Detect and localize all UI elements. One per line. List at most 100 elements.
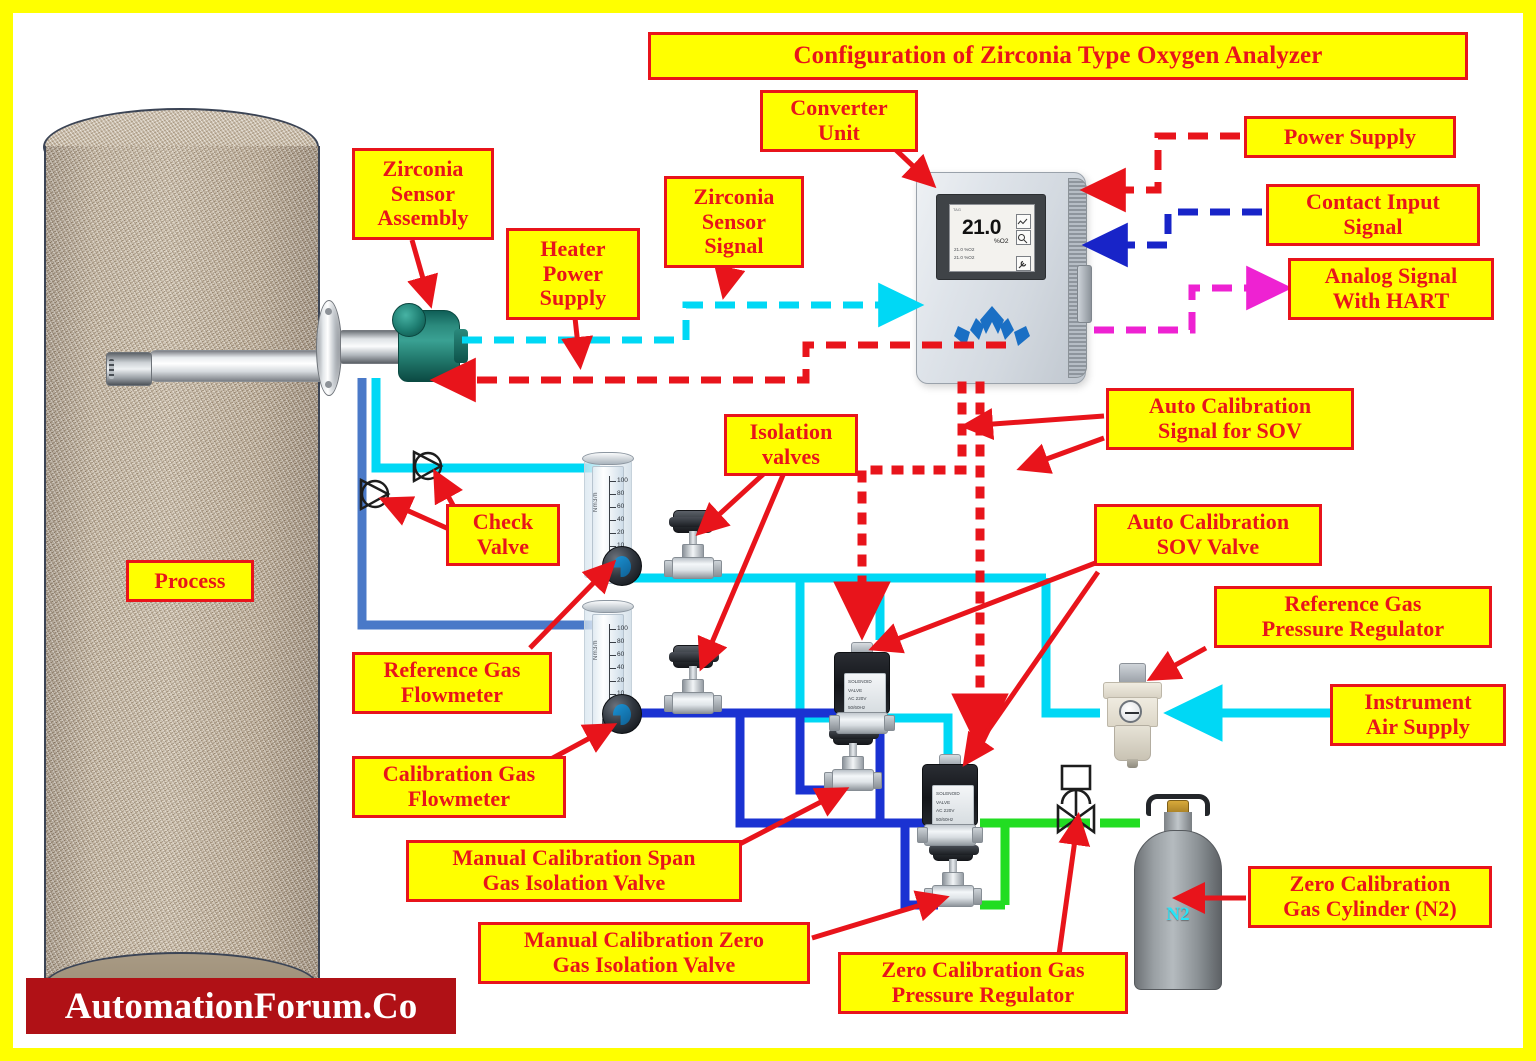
flowmeter-scale-line [609, 476, 610, 568]
label-zero-calibration-gas-cylinder: Zero Calibration Gas Cylinder (N2) [1248, 866, 1492, 928]
leader-span-isolation-valve [730, 787, 850, 851]
zero-calibration-gas-cylinder: N2 [1134, 792, 1222, 992]
converter-latch[interactable] [1077, 265, 1092, 324]
leader-autocal-signal-2 [1016, 435, 1105, 474]
probe-flange [316, 300, 342, 396]
converter-unit[interactable]: TAG 21.0 %O2 21.0 %O2 21.0 %O2 [916, 172, 1092, 384]
scale-tick: 40 [610, 516, 632, 530]
flowmeter-top-cap [582, 452, 634, 465]
valve-body [672, 557, 714, 579]
auto-cal-signal-sov-upper [833, 381, 967, 641]
scale-tick: 20 [610, 677, 632, 691]
regulator-filter-bowl [1114, 725, 1151, 761]
valve-body [932, 885, 974, 907]
flowmeter-scale: 100 80 60 40 20 10 [610, 625, 632, 704]
valve-stem [689, 531, 697, 547]
valve-flange-left [664, 560, 673, 577]
label-analog-signal-with-hart: Analog Signal With HART [1288, 258, 1494, 320]
scale-tick: 100 [610, 477, 632, 491]
valve-flange-right [973, 888, 982, 905]
valve-handwheel[interactable] [669, 645, 719, 668]
flowmeter-unit-text: Nm3/h [593, 492, 599, 513]
label-auto-calibration-sov-valve: Auto Calibration SOV Valve [1094, 504, 1322, 566]
lcd-row-2: 21.0 %O2 [954, 255, 975, 260]
flowmeter-top-cap [582, 600, 634, 613]
valve-flange-left [824, 772, 833, 789]
reference-gas-pressure-regulator[interactable] [1100, 663, 1166, 771]
flowmeter-unit-text: Nm3/h [593, 640, 599, 661]
flowmeter-adjust-knob[interactable] [602, 546, 642, 586]
converter-display-bezel: TAG 21.0 %O2 21.0 %O2 21.0 %O2 [936, 194, 1046, 280]
regulator-drain [1127, 759, 1138, 768]
valve-handwheel[interactable] [669, 510, 719, 533]
lcd-row-1: 21.0 %O2 [954, 247, 975, 252]
label-manual-calibration-span-gas-isolation-valve: Manual Calibration Span Gas Isolation Va… [406, 840, 742, 902]
manual-calibration-zero-gas-isolation-valve[interactable] [924, 838, 982, 908]
valve-flange-right [873, 772, 882, 789]
label-zirconia-sensor-signal: Zirconia Sensor Signal [664, 176, 804, 268]
sov-port-right [884, 715, 895, 731]
manufacturer-logo [946, 304, 1038, 358]
sov-body [836, 712, 888, 734]
valve-flange-right [713, 560, 722, 577]
leader-zero-gas-regulator [1055, 812, 1091, 963]
valve-stem [689, 666, 697, 682]
pressure-gauge-icon [1119, 700, 1142, 723]
label-manual-calibration-zero-gas-isolation-valve: Manual Calibration Zero Gas Isolation Va… [478, 922, 810, 984]
valve-flange-right [713, 695, 722, 712]
sov-body [924, 824, 976, 846]
valve-flange-left [924, 888, 933, 905]
probe-shaft [148, 350, 328, 382]
scale-tick: 60 [610, 503, 632, 517]
calibration-gas-flowmeter: Nm3/h 100 80 60 40 20 10 [580, 600, 642, 734]
label-reference-gas-flowmeter: Reference Gas Flowmeter [352, 652, 552, 714]
label-contact-input-signal: Contact Input Signal [1266, 184, 1480, 246]
power-supply-line [1079, 132, 1240, 213]
process-vessel [43, 108, 320, 1022]
flowmeter-scale-line [609, 624, 610, 716]
label-auto-calibration-signal-for-sov: Auto Calibration Signal for SOV [1106, 388, 1354, 450]
leader-zirconia-assembly [407, 239, 438, 309]
trend-icon[interactable] [1016, 214, 1031, 229]
label-calibration-gas-flowmeter: Calibration Gas Flowmeter [352, 756, 566, 818]
site-watermark: AutomationForum.Co [26, 978, 456, 1034]
sov-port-left [829, 715, 840, 731]
regulator-adjust-knob[interactable] [1119, 663, 1146, 684]
reference-gas-flowmeter: Nm3/h 100 80 60 40 20 10 [580, 452, 642, 586]
scale-tick: 40 [610, 664, 632, 678]
label-isolation-valves: Isolation valves [724, 414, 858, 476]
contact-input-signal-line [1081, 208, 1262, 268]
leader-sov-valve-upper [868, 559, 1099, 654]
label-power-supply: Power Supply [1244, 116, 1456, 158]
zoom-icon[interactable] [1016, 230, 1031, 245]
valve-body [672, 692, 714, 714]
analog-hart-signal-line [1094, 265, 1293, 334]
isolation-valve-reference[interactable] [664, 510, 722, 580]
valve-flange-left [664, 695, 673, 712]
isolation-valve-calibration[interactable] [664, 645, 722, 715]
valve-body [832, 769, 874, 791]
lcd-oxygen-value: 21.0 [962, 216, 1001, 239]
flowmeter-adjust-knob[interactable] [602, 694, 642, 734]
label-process: Process [126, 560, 254, 602]
cylinder-valve-guard [1146, 794, 1210, 816]
label-reference-gas-pressure-regulator: Reference Gas Pressure Regulator [1214, 586, 1492, 648]
cylinder-body [1134, 830, 1222, 990]
label-check-valve: Check Valve [446, 504, 560, 566]
label-converter-unit: Converter Unit [760, 90, 918, 152]
leader-autocal-signal-1 [960, 408, 1105, 441]
probe-cap [392, 303, 426, 337]
wrench-icon[interactable] [1016, 256, 1031, 271]
scale-tick: 60 [610, 651, 632, 665]
label-instrument-air-supply: Instrument Air Supply [1330, 684, 1506, 746]
converter-lcd-screen[interactable]: TAG 21.0 %O2 21.0 %O2 21.0 %O2 [949, 204, 1035, 272]
leader-zirconia-signal [714, 264, 746, 300]
leader-sov-valve-lower [962, 570, 1101, 767]
scale-tick: 80 [610, 490, 632, 504]
